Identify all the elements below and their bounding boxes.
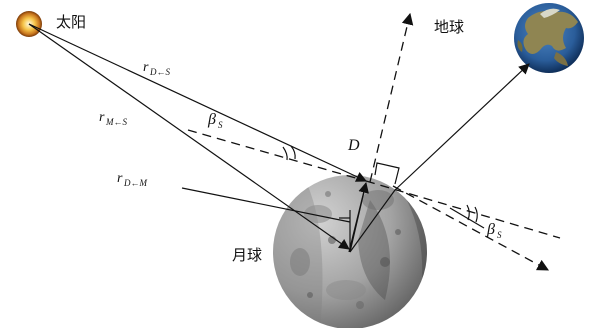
svg-text:S: S [497,230,502,240]
svg-text:S: S [218,120,223,130]
D-to-earth-vector [394,63,530,191]
svg-text:M←S: M←S [105,117,127,127]
svg-text:D←S: D←S [149,67,170,77]
earth [514,3,584,73]
svg-text:D←M: D←M [123,178,147,188]
svg-text:β: β [486,221,495,238]
label-beta-s-bottom: β S [486,221,502,240]
svg-text:r: r [117,171,123,186]
svg-text:β: β [207,111,216,128]
sun-to-D-vector [28,23,367,182]
dashed-through-line [365,180,561,239]
r-DM-leader-line [181,187,351,223]
sun-label: 太阳 [56,13,86,31]
label-r-D-S: r D←S [143,60,170,77]
moon-label: 月球 [232,246,262,264]
angle-arc-bottom-2 [474,206,478,223]
svg-text:r: r [99,110,105,125]
label-beta-s-top: β S [207,111,223,130]
dashed-normal-vector [369,12,414,183]
earth-label: 地球 [434,18,464,36]
dashed-incident-extension [187,129,367,182]
label-r-M-S: r M←S [99,110,127,127]
moon-inner-line [349,189,396,253]
beta-bottom-ray [449,207,485,229]
angle-arc-top-2 [290,145,296,160]
label-D: D [347,137,360,154]
right-angle-marker [374,162,400,185]
sun-to-moon-center-vector [28,23,350,250]
moon-normal-line [349,182,367,253]
label-r-D-M: r D←M [117,171,147,188]
angle-arc-top-1 [282,146,288,161]
svg-text:r: r [143,60,149,75]
